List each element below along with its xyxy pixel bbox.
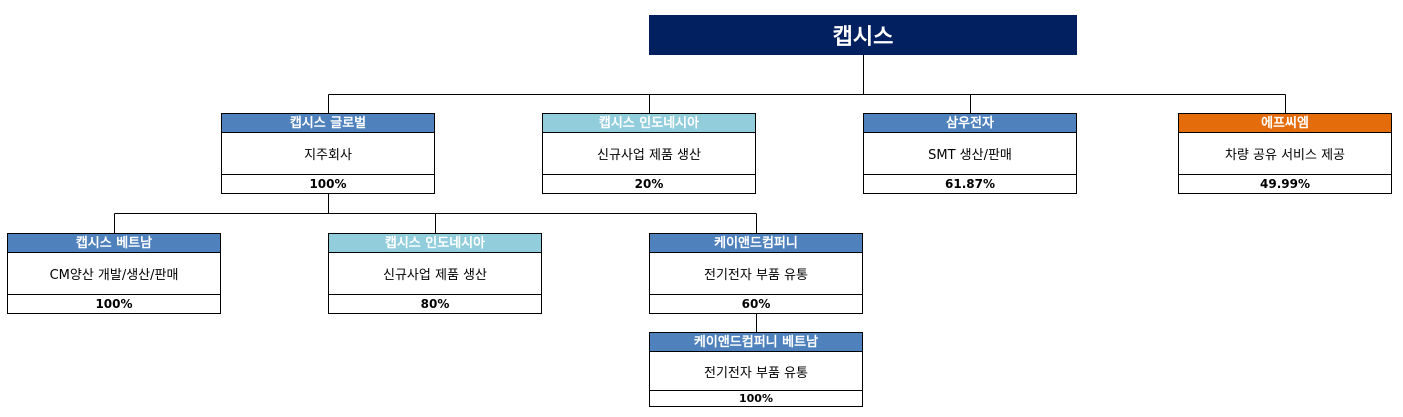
node-ownership-pct: 20% [542,174,756,194]
node-header: 캡시스 인도네시아 [542,113,756,133]
node-kandcompany: 케이앤드컴퍼니 전기전자 부품 유통 60% [649,233,863,314]
node-fcm: 에프씨엠 차량 공유 서비스 제공 49.99% [1178,113,1392,194]
node-description: 차량 공유 서비스 제공 [1178,133,1392,174]
node-ownership-pct: 61.87% [863,174,1077,194]
node-header: 캡시스 베트남 [7,233,221,253]
node-description: 전기전자 부품 유통 [649,352,863,390]
node-description: 신규사업 제품 생산 [328,253,542,294]
node-header: 케이앤드컴퍼니 베트남 [649,332,863,352]
node-description: 신규사업 제품 생산 [542,133,756,174]
node-description: 지주회사 [221,133,435,174]
node-description: 전기전자 부품 유통 [649,253,863,294]
node-capsys-indonesia-1: 캡시스 인도네시아 신규사업 제품 생산 20% [542,113,756,194]
node-ownership-pct: 80% [328,294,542,314]
root-node-capsys: 캡시스 [649,15,1077,55]
node-capsys-vietnam: 캡시스 베트남 CM양산 개발/생산/판매 100% [7,233,221,314]
node-description: SMT 생산/판매 [863,133,1077,174]
node-header: 에프씨엠 [1178,113,1392,133]
node-ownership-pct: 100% [221,174,435,194]
node-header: 케이앤드컴퍼니 [649,233,863,253]
node-ownership-pct: 49.99% [1178,174,1392,194]
node-header: 캡시스 글로벌 [221,113,435,133]
node-header: 삼우전자 [863,113,1077,133]
node-capsys-indonesia-2: 캡시스 인도네시아 신규사업 제품 생산 80% [328,233,542,314]
node-samwoo: 삼우전자 SMT 생산/판매 61.87% [863,113,1077,194]
node-header: 캡시스 인도네시아 [328,233,542,253]
node-ownership-pct: 100% [649,390,863,407]
node-kandcompany-vietnam: 케이앤드컴퍼니 베트남 전기전자 부품 유통 100% [649,332,863,407]
node-description: CM양산 개발/생산/판매 [7,253,221,294]
node-ownership-pct: 60% [649,294,863,314]
node-capsys-global: 캡시스 글로벌 지주회사 100% [221,113,435,194]
node-ownership-pct: 100% [7,294,221,314]
